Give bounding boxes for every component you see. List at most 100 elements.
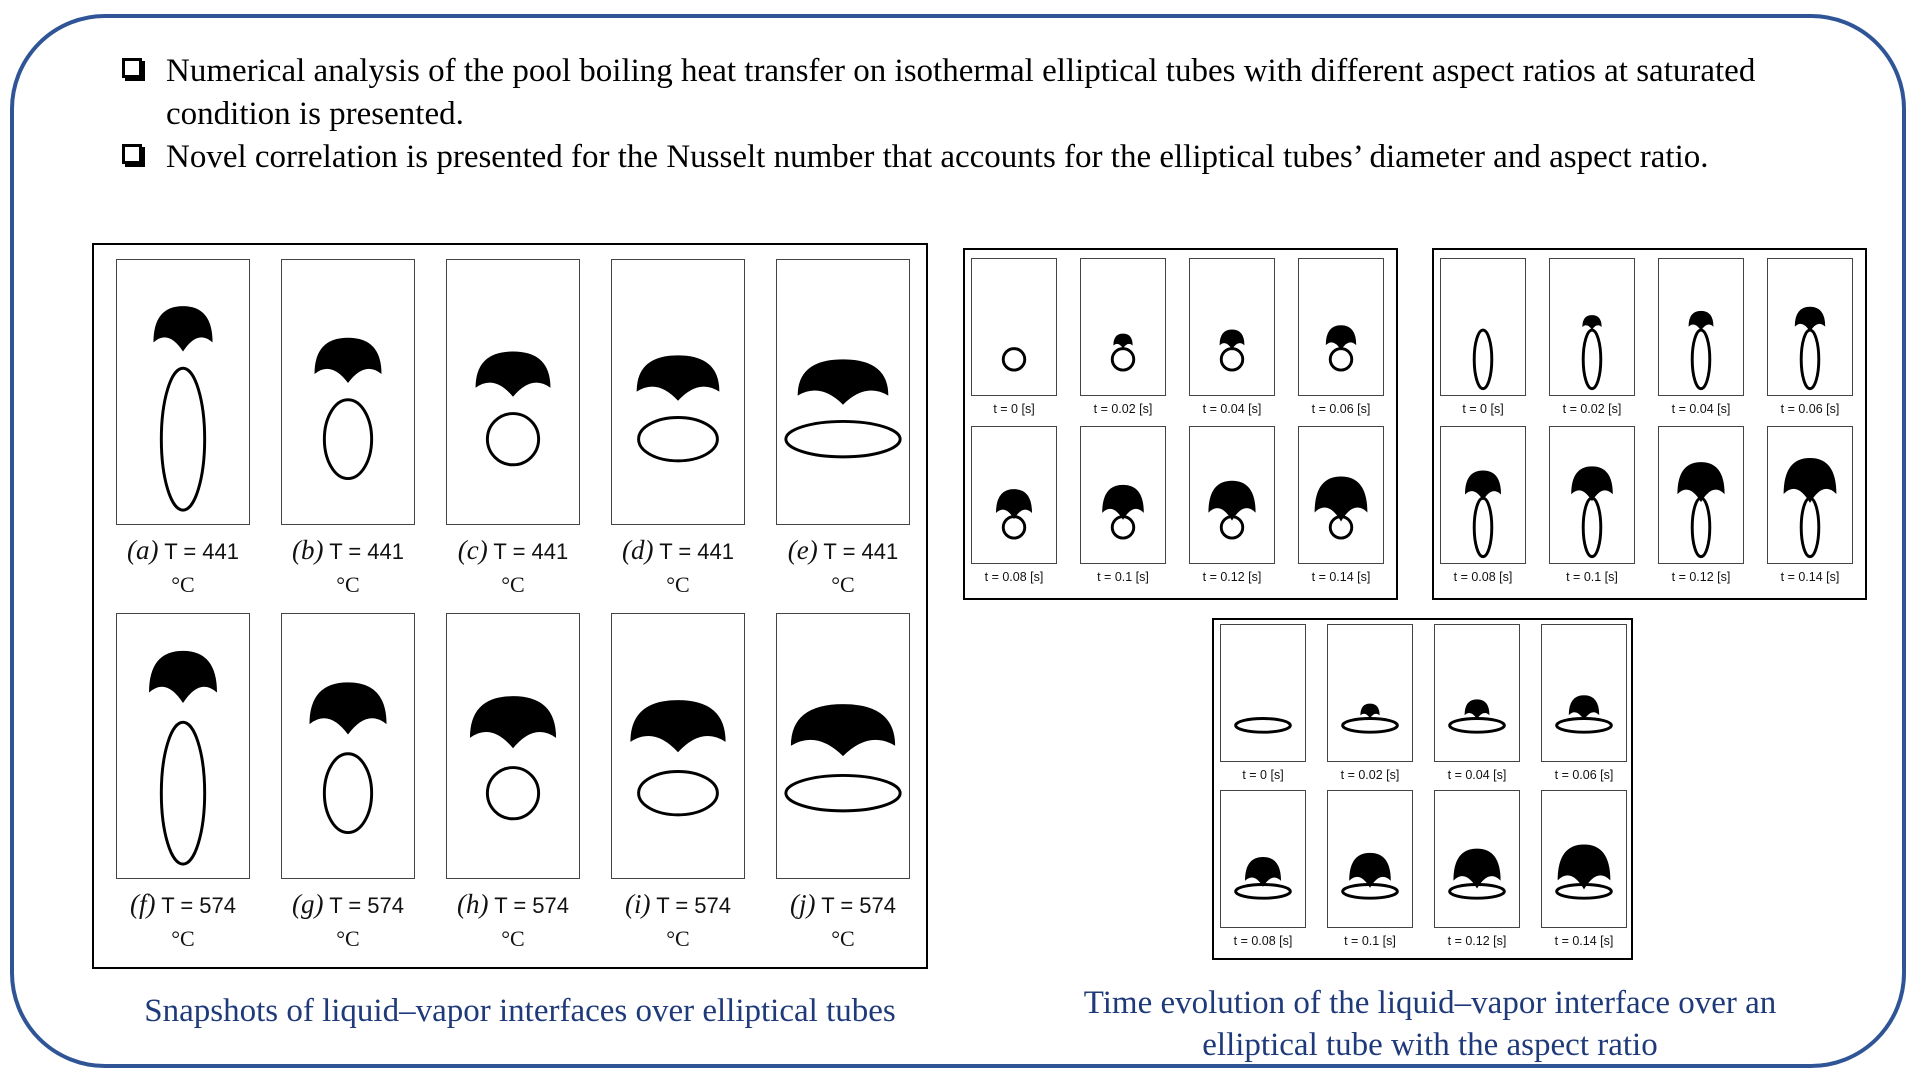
- snapshot-temp: T = 574: [821, 893, 897, 918]
- interface-snapshot: [1341, 703, 1399, 734]
- interface-snapshot: [1555, 844, 1613, 900]
- snapshot-unit: °C: [501, 572, 525, 597]
- time-snapshot-cell: [1767, 258, 1853, 396]
- snapshot-unit: °C: [666, 926, 690, 951]
- interface-snapshot: [636, 355, 720, 463]
- checkbox-bullet-icon: [122, 58, 142, 78]
- time-snapshot-cell: [1541, 790, 1627, 928]
- time-label: t = 0.1 [s]: [1566, 570, 1618, 584]
- interface-snapshot: [1001, 347, 1027, 372]
- interface-snapshot: [1794, 306, 1826, 391]
- interface-snapshot: [1219, 329, 1245, 372]
- snapshot-label: (h) T = 574°C: [431, 889, 595, 952]
- bullet-list: Numerical analysis of the pool boiling h…: [122, 50, 1802, 179]
- time-label: t = 0.12 [s]: [1671, 570, 1731, 584]
- interface-snapshot: [475, 351, 551, 467]
- snapshot-cell: [611, 613, 745, 879]
- snapshot-letter: (g): [291, 889, 324, 919]
- snapshot-unit: °C: [831, 572, 855, 597]
- bullet-item: Novel correlation is presented for the N…: [122, 136, 1802, 179]
- interface-snapshot: [149, 650, 217, 866]
- snapshot-cell: [116, 259, 250, 525]
- time-snapshot-cell: [1220, 624, 1306, 762]
- time-snapshot-cell: [1440, 258, 1526, 396]
- time-snapshot-cell: [1298, 426, 1384, 564]
- snapshot-letter: (c): [457, 535, 488, 565]
- bullet-text: Novel correlation is presented for the N…: [166, 139, 1709, 175]
- time-snapshot-cell: [1541, 624, 1627, 762]
- caption-time-evolution: Time evolution of the liquid–vapor inter…: [1083, 985, 1777, 1063]
- interface-snapshot: [1341, 852, 1399, 900]
- snapshot-unit: °C: [171, 572, 195, 597]
- interface-snapshot: [1110, 333, 1136, 372]
- snapshot-cell: [281, 259, 415, 525]
- interface-snapshot: [1234, 717, 1292, 734]
- interface-snapshot: [1472, 328, 1494, 391]
- time-label: t = 0.04 [s]: [1447, 768, 1507, 782]
- snapshot-cell: [611, 259, 745, 525]
- snapshot-temp: T = 574: [161, 893, 237, 918]
- time-evolution-panel-horizontal: t = 0 [s]t = 0.02 [s]t = 0.04 [s]t = 0.0…: [1212, 618, 1633, 960]
- time-label: t = 0.06 [s]: [1311, 402, 1371, 416]
- snapshot-label: (c) T = 441°C: [431, 535, 595, 598]
- time-evolution-panel-vertical: t = 0 [s] t = 0.02 [s] t = 0.04 [s] t = 0.0…: [1432, 248, 1867, 600]
- interface-snapshot: [1448, 699, 1506, 734]
- time-label: t = 0.1 [s]: [1097, 570, 1149, 584]
- time-label: t = 0.14 [s]: [1311, 570, 1371, 584]
- interface-snapshot: [469, 696, 557, 821]
- snapshot-letter: (a): [126, 535, 159, 565]
- time-label: t = 0.12 [s]: [1447, 934, 1507, 948]
- time-label: t = 0.08 [s]: [1233, 934, 1293, 948]
- time-snapshot-cell: [1327, 790, 1413, 928]
- snapshot-cell: [281, 613, 415, 879]
- snapshot-label: (j) T = 574°C: [761, 889, 925, 952]
- time-snapshot-cell: [1080, 258, 1166, 396]
- interface-snapshot: [996, 489, 1032, 540]
- interface-snapshot: [1234, 857, 1292, 900]
- time-label: t = 0.08 [s]: [984, 570, 1044, 584]
- snapshot-temp: T = 574: [656, 893, 732, 918]
- snapshot-unit: °C: [171, 926, 195, 951]
- time-snapshot-cell: [1658, 258, 1744, 396]
- snapshot-letter: (e): [787, 535, 818, 565]
- time-label: t = 0.02 [s]: [1562, 402, 1622, 416]
- interface-snapshot: [314, 337, 382, 481]
- interface-snapshot: [1555, 695, 1613, 734]
- interface-snapshot: [1465, 470, 1501, 559]
- interface-snapshot: [1581, 315, 1603, 391]
- interface-snapshot: [1208, 480, 1256, 540]
- snapshot-label: (d) T = 441°C: [596, 535, 760, 598]
- snapshot-figure-panel: (a) T = 441°C(b) T = 441°C(c) T = 441°C(…: [92, 243, 928, 969]
- time-snapshot-cell: [1440, 426, 1526, 564]
- time-label: t = 0 [s]: [1462, 402, 1504, 416]
- snapshot-temp: T = 441: [659, 539, 735, 564]
- snapshot-temp: T = 441: [823, 539, 899, 564]
- snapshot-cell: [776, 259, 910, 525]
- snapshot-label: (f) T = 574°C: [101, 889, 265, 952]
- time-label: t = 0.14 [s]: [1780, 570, 1840, 584]
- time-label: t = 0.04 [s]: [1671, 402, 1731, 416]
- interface-snapshot: [1448, 848, 1506, 900]
- time-snapshot-cell: [1434, 790, 1520, 928]
- snapshot-unit: °C: [666, 572, 690, 597]
- interface-snapshot: [1571, 466, 1613, 559]
- time-snapshot-cell: [1189, 426, 1275, 564]
- snapshot-letter: (i): [624, 889, 651, 919]
- bullet-text: Numerical analysis of the pool boiling h…: [166, 53, 1756, 132]
- time-snapshot-cell: [1327, 624, 1413, 762]
- time-label: t = 0.08 [s]: [1453, 570, 1513, 584]
- interface-snapshot: [784, 359, 902, 459]
- time-label: t = 0.12 [s]: [1202, 570, 1262, 584]
- snapshot-temp: T = 574: [329, 893, 405, 918]
- caption-snapshots: Snapshots of liquid–vapor interfaces ove…: [144, 993, 896, 1029]
- snapshot-label: (g) T = 574°C: [266, 889, 430, 952]
- interface-snapshot: [784, 704, 902, 813]
- snapshot-label: (e) T = 441 °C: [761, 535, 925, 598]
- interface-snapshot: [153, 306, 213, 512]
- snapshot-label: (i) T = 574 °C: [596, 889, 760, 952]
- rounded-frame: [10, 14, 1906, 1068]
- time-snapshot-cell: [1658, 426, 1744, 564]
- interface-snapshot: [1314, 476, 1368, 540]
- snapshot-label: (a) T = 441°C: [101, 535, 265, 598]
- interface-snapshot: [1325, 325, 1357, 372]
